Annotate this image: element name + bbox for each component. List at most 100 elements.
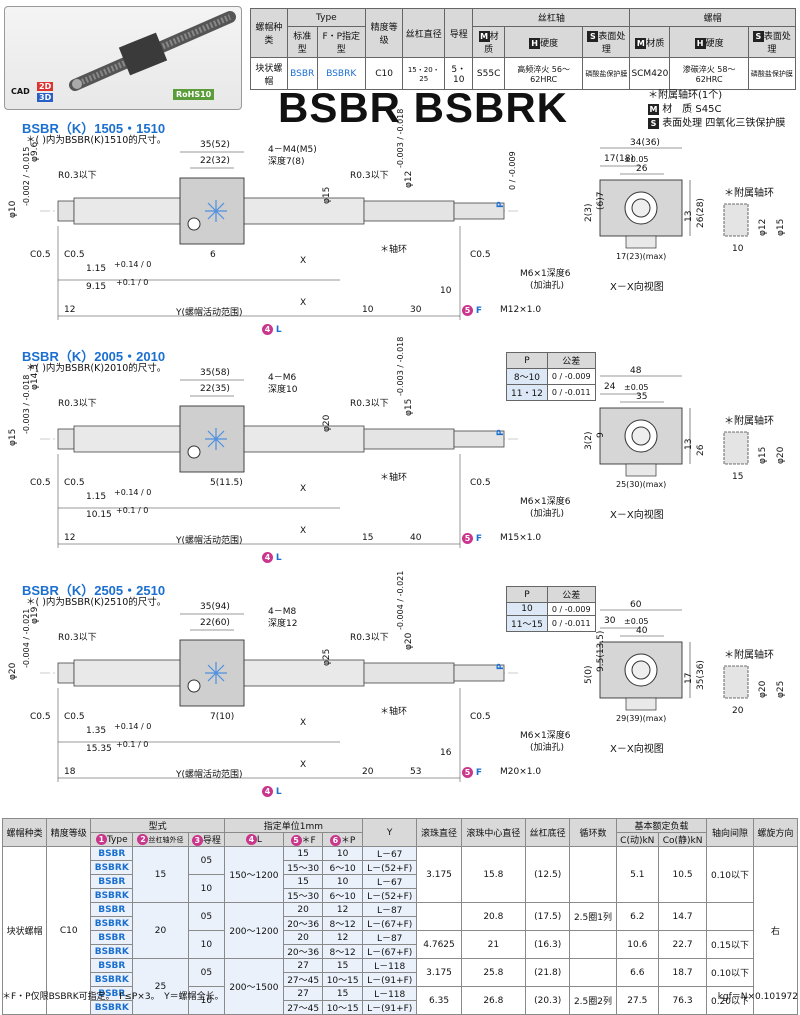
spec-type: BSBRK — [90, 860, 134, 875]
view-h4: 26(28) — [696, 198, 706, 228]
spec-root: (16.3) — [525, 930, 571, 959]
spec-y: L－(91+F) — [361, 1000, 418, 1015]
h-grade: 精度等级 — [46, 818, 92, 847]
spec-dia: 15 — [132, 846, 189, 903]
p-table-tol: 0 / -0.009 — [546, 368, 596, 385]
spec-y: L－(67+F) — [361, 916, 418, 931]
footer-note: ＊F・P仅限BSBRK可指定。 F≤P×3。 Y＝螺帽全长。 — [2, 992, 224, 1002]
view-hole-pitch: 35 — [636, 392, 648, 402]
oil-hole-label: M6×1深度6 — [520, 497, 571, 507]
shaft-dia-label: φ15 — [322, 186, 332, 204]
view-hole-pitch: 40 — [636, 626, 648, 636]
collar-width: 20 — [732, 706, 744, 716]
view-caption: X－X向视图 — [610, 744, 664, 755]
depth-label: 深度12 — [268, 619, 298, 629]
circ-5: 5 — [462, 767, 473, 778]
depth-label: 深度7(8) — [268, 157, 305, 167]
s-label: 表面处理 — [763, 32, 791, 55]
len-c-label: 40 — [410, 533, 422, 543]
spec-y: L－67 — [361, 874, 418, 889]
spec-type: BSBR — [90, 874, 134, 889]
left-dia-label: φ20 — [8, 662, 18, 680]
view-offset-label: 24 — [604, 382, 616, 392]
step2-tol: +0.1 / 0 — [116, 740, 149, 749]
view-h1: 5(0) — [584, 665, 594, 684]
spec-gap: 0.10以下 — [706, 846, 754, 903]
view-h1: 3(2) — [584, 431, 594, 450]
x-label-2: X — [300, 760, 307, 770]
step1-label: 1.15 — [86, 264, 107, 274]
nut-mat: SCM420 — [629, 57, 671, 90]
spec-pcd: 20.8 — [460, 902, 527, 931]
col-std: 标准型 — [286, 26, 318, 58]
s-icon: S — [587, 31, 599, 42]
shaft-dia-label: φ20 — [322, 414, 332, 432]
product-photo: CAD 2D 3D RoHS10 — [4, 6, 242, 110]
spec-type: BSBR — [90, 958, 134, 973]
len-a-label: 18 — [64, 767, 76, 777]
spec-y: L－(67+F) — [361, 944, 418, 959]
h-c: C(动)kN — [615, 832, 659, 847]
spec-f: 15～30 — [282, 888, 324, 903]
spec-type: BSBR — [90, 930, 134, 945]
hole-pitch-label: 22(60) — [200, 618, 230, 628]
p-table-head-tol: 公差 — [546, 586, 596, 603]
collar-title: ＊附属轴环 — [724, 416, 774, 427]
spec-lead: 05 — [187, 958, 225, 987]
left-dia2-label: φ9.6 — [30, 141, 40, 162]
l-label: L — [275, 553, 282, 563]
spec-dia: 25 — [132, 958, 189, 1015]
p-label: P — [496, 663, 506, 670]
spec-ball: 4.7625 — [416, 930, 462, 959]
spec-circ: 2.5圈1列 — [569, 902, 617, 931]
oil-hole-label: M6×1深度6 — [520, 731, 571, 741]
s-label: 表面处理 — [598, 32, 626, 55]
end-view-drawing — [599, 147, 691, 249]
footer-unit: kgf＝N×0.101972 — [717, 992, 798, 1002]
oil-hole-label: M6×1深度6 — [520, 269, 571, 279]
spec-ball: 3.175 — [416, 846, 462, 903]
step2-label: 9.15 — [86, 282, 107, 292]
collar-d1: φ12 — [758, 218, 768, 236]
drawing-section: BSBR（K）2005・2010 ＊( )内为BSBR(K)2010的尺寸。 φ… — [0, 337, 800, 572]
view-caption: X－X向视图 — [610, 282, 664, 293]
h-kind: 螺帽种类 — [1, 818, 48, 847]
collar-drawing — [723, 665, 749, 699]
nut-surf: 磷酸盐保护膜 — [747, 57, 797, 90]
spec-f: 27～45 — [282, 972, 324, 987]
p-table-range: 8～10 — [506, 368, 548, 385]
l-label: L — [275, 325, 282, 335]
spec-type: BSBRK — [90, 916, 134, 931]
p-table-tol: 0 / -0.011 — [546, 615, 596, 632]
spec-type: BSBRK — [90, 888, 134, 903]
m-icon: M — [635, 37, 647, 49]
rohs-badge: RoHS10 — [173, 89, 215, 100]
col-nut: 螺帽 — [629, 8, 796, 27]
spec-root: (17.5) — [525, 902, 571, 931]
h-y: Y — [361, 818, 418, 847]
spec-f: 15～30 — [282, 860, 324, 875]
left-dia2-label: φ19 — [30, 606, 40, 624]
spec-lead: 10 — [187, 930, 225, 959]
spec-ball: 3.175 — [416, 958, 462, 987]
spec-l: 200～1200 — [223, 902, 284, 959]
spec-p: 10～15 — [322, 972, 363, 987]
spec-f: 27～45 — [282, 1000, 324, 1015]
m-icon: M — [648, 104, 659, 115]
radius-label-right: R0.3以下 — [350, 171, 389, 181]
spec-co: 22.7 — [657, 930, 708, 959]
circ-6: 6 — [329, 835, 341, 846]
h-f: ＊F — [301, 836, 316, 846]
spec-pcd: 15.8 — [460, 846, 527, 903]
radius-label-right: R0.3以下 — [350, 399, 389, 409]
thread-label: M12×1.0 — [500, 305, 542, 315]
f-label: F — [475, 768, 483, 778]
footer: ＊F・P仅限BSBRK可指定。 F≤P×3。 Y＝螺帽全长。 kgf＝N×0.1… — [2, 989, 798, 1002]
step1-tol: +0.14 / 0 — [114, 260, 152, 269]
depth-label: 深度10 — [268, 385, 298, 395]
left-dia-label: φ15 — [8, 428, 18, 446]
x-label: X — [300, 484, 307, 494]
